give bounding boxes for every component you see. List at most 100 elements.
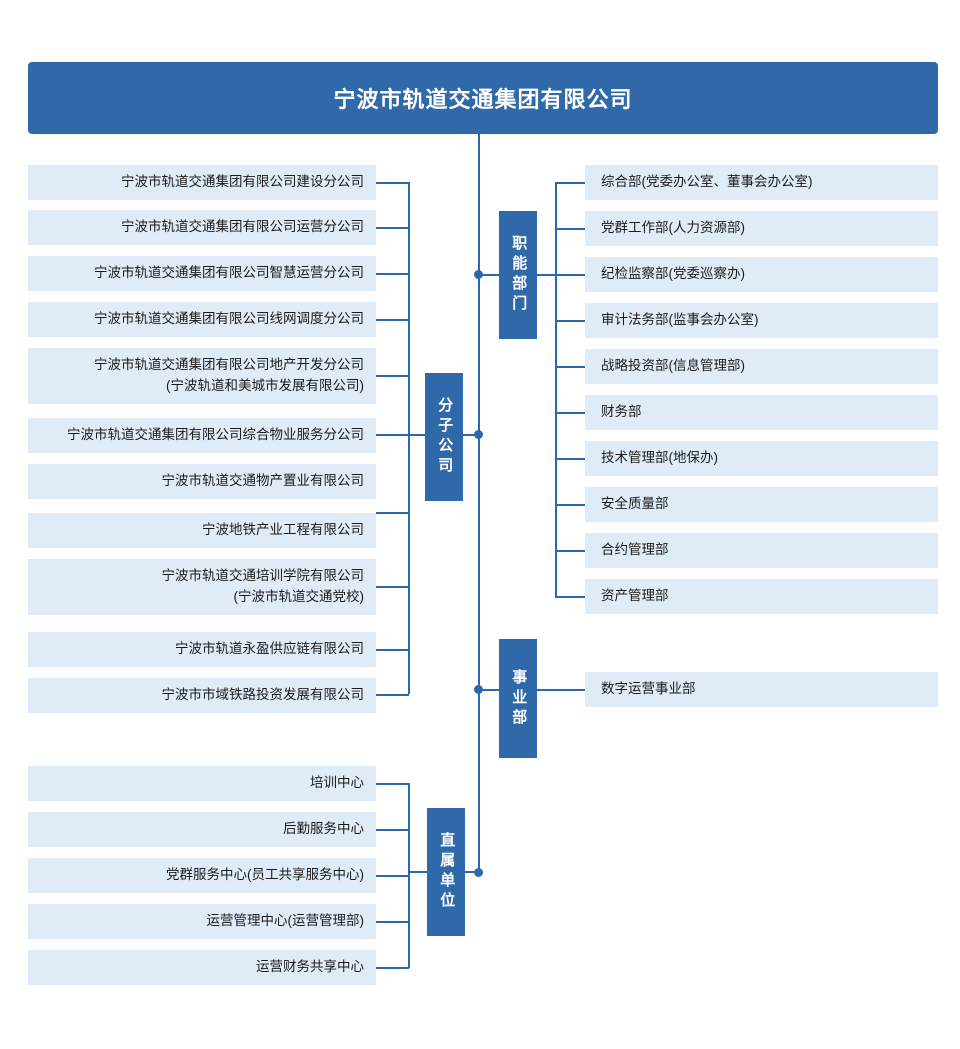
leaf-label: 资产管理部: [601, 588, 669, 604]
stub-subsidiary-3: [376, 273, 409, 275]
leaf-label: 宁波市轨道交通集团有限公司运营分公司: [121, 219, 364, 235]
leaf-label: 宁波市市域铁路投资发展有限公司: [161, 687, 365, 703]
stub-subsidiary-1: [376, 182, 409, 184]
category-direct-units[interactable]: 直属单位: [427, 808, 465, 936]
stub-direct-unit-3: [376, 875, 409, 877]
stub-subsidiary-4: [376, 319, 409, 321]
leaf-subsidiary-4[interactable]: 宁波市轨道交通集团有限公司线网调度分公司: [28, 302, 376, 337]
leaf-label: 宁波市轨道交通物产置业有限公司: [161, 473, 365, 489]
leaf-label: 宁波市轨道交通培训学院有限公司 (宁波市轨道交通党校): [161, 568, 365, 604]
stub-subsidiary-9: [376, 586, 409, 588]
connector-direct-units-hub: [465, 871, 479, 873]
leaf-subsidiary-10[interactable]: 宁波市轨道永盈供应链有限公司: [28, 632, 376, 667]
leaf-subsidiary-8[interactable]: 宁波地铁产业工程有限公司: [28, 513, 376, 548]
leaf-label: 宁波市轨道永盈供应链有限公司: [175, 641, 364, 657]
leaf-subsidiary-3[interactable]: 宁波市轨道交通集团有限公司智慧运营分公司: [28, 256, 376, 291]
leaf-label: 党群服务中心(员工共享服务中心): [166, 867, 364, 883]
leaf-label: 安全质量部: [601, 496, 669, 512]
connector-subsidiaries-bus-to-box: [408, 434, 427, 436]
leaf-direct-unit-1[interactable]: 培训中心: [28, 766, 376, 801]
leaf-label: 战略投资部(信息管理部): [601, 358, 745, 374]
stub-subsidiary-8: [376, 512, 409, 514]
category-functional-label: 职能部门: [510, 235, 528, 315]
stub-functional-5: [555, 366, 585, 368]
category-business-unit[interactable]: 事业部: [499, 639, 537, 758]
leaf-label: 后勤服务中心: [283, 821, 364, 837]
stub-functional-10: [555, 596, 585, 598]
leaf-direct-unit-4[interactable]: 运营管理中心(运营管理部): [28, 904, 376, 939]
connector-direct-units-bus-to-box: [408, 871, 427, 873]
leaf-functional-10[interactable]: 资产管理部: [585, 579, 938, 614]
stub-subsidiary-11: [376, 694, 409, 696]
leaf-subsidiary-2[interactable]: 宁波市轨道交通集团有限公司运营分公司: [28, 210, 376, 245]
stub-subsidiary-10: [376, 649, 409, 651]
stub-subsidiary-6: [376, 434, 409, 436]
stub-functional-1: [555, 182, 585, 184]
direct-units-bus-line: [408, 783, 410, 968]
leaf-subsidiary-6[interactable]: 宁波市轨道交通集团有限公司综合物业服务分公司: [28, 418, 376, 453]
category-direct-units-label: 直属单位: [438, 832, 456, 912]
leaf-label: 审计法务部(监事会办公室): [601, 312, 759, 328]
stub-direct-unit-2: [376, 829, 409, 831]
leaf-direct-unit-3[interactable]: 党群服务中心(员工共享服务中心): [28, 858, 376, 893]
leaf-label: 运营财务共享中心: [256, 959, 364, 975]
subsidiaries-bus-line: [408, 182, 410, 694]
stub-direct-unit-5: [376, 967, 409, 969]
leaf-label: 数字运营事业部: [601, 681, 696, 697]
stub-subsidiary-5: [376, 375, 409, 377]
leaf-label: 宁波地铁产业工程有限公司: [202, 522, 364, 538]
connector-functional-box-to-bus: [537, 274, 557, 276]
stub-subsidiary-2: [376, 227, 409, 229]
leaf-functional-7[interactable]: 技术管理部(地保办): [585, 441, 938, 476]
leaf-direct-unit-5[interactable]: 运营财务共享中心: [28, 950, 376, 985]
leaf-label: 宁波市轨道交通集团有限公司地产开发分公司 (宁波轨道和美城市发展有限公司): [94, 357, 364, 393]
leaf-functional-1[interactable]: 综合部(党委办公室、董事会办公室): [585, 165, 938, 200]
category-subsidiaries-label: 分子公司: [436, 397, 454, 477]
leaf-functional-9[interactable]: 合约管理部: [585, 533, 938, 568]
leaf-label: 技术管理部(地保办): [601, 450, 718, 466]
leaf-functional-8[interactable]: 安全质量部: [585, 487, 938, 522]
leaf-label: 纪检监察部(党委巡察办): [601, 266, 745, 282]
leaf-label: 党群工作部(人力资源部): [601, 220, 745, 236]
category-functional[interactable]: 职能部门: [499, 211, 537, 339]
stub-direct-unit-1: [376, 783, 409, 785]
leaf-label: 宁波市轨道交通集团有限公司建设分公司: [121, 174, 364, 190]
connector-subsidiaries-hub: [463, 434, 478, 436]
leaf-functional-5[interactable]: 战略投资部(信息管理部): [585, 349, 938, 384]
connector-business-unit-hub: [478, 689, 499, 691]
stub-functional-6: [555, 412, 585, 414]
category-business-unit-label: 事业部: [510, 668, 528, 729]
stub-direct-unit-4: [376, 921, 409, 923]
stub-functional-2: [555, 228, 585, 230]
leaf-subsidiary-11[interactable]: 宁波市市域铁路投资发展有限公司: [28, 678, 376, 713]
leaf-label: 宁波市轨道交通集团有限公司智慧运营分公司: [94, 265, 364, 281]
leaf-subsidiary-1[interactable]: 宁波市轨道交通集团有限公司建设分公司: [28, 165, 376, 200]
leaf-label: 运营管理中心(运营管理部): [206, 913, 365, 929]
leaf-direct-unit-2[interactable]: 后勤服务中心: [28, 812, 376, 847]
stub-functional-7: [555, 458, 585, 460]
root-title: 宁波市轨道交通集团有限公司: [333, 87, 633, 112]
functional-bus-line: [555, 182, 557, 596]
leaf-subsidiary-7[interactable]: 宁波市轨道交通物产置业有限公司: [28, 464, 376, 499]
hub-dot-subsidiaries: [474, 430, 483, 439]
leaf-business-unit-1[interactable]: 数字运营事业部: [585, 672, 938, 707]
leaf-functional-6[interactable]: 财务部: [585, 395, 938, 430]
stub-business-unit-1: [537, 689, 585, 691]
leaf-subsidiary-5[interactable]: 宁波市轨道交通集团有限公司地产开发分公司 (宁波轨道和美城市发展有限公司): [28, 348, 376, 404]
leaf-functional-3[interactable]: 纪检监察部(党委巡察办): [585, 257, 938, 292]
stub-functional-8: [555, 504, 585, 506]
leaf-label: 合约管理部: [601, 542, 669, 558]
leaf-functional-2[interactable]: 党群工作部(人力资源部): [585, 211, 938, 246]
leaf-label: 宁波市轨道交通集团有限公司综合物业服务分公司: [67, 427, 364, 443]
category-subsidiaries[interactable]: 分子公司: [425, 373, 463, 501]
root-node-company[interactable]: 宁波市轨道交通集团有限公司: [28, 62, 938, 134]
main-trunk-line: [478, 134, 480, 874]
leaf-functional-4[interactable]: 审计法务部(监事会办公室): [585, 303, 938, 338]
connector-functional-hub: [478, 274, 499, 276]
leaf-subsidiary-9[interactable]: 宁波市轨道交通培训学院有限公司 (宁波市轨道交通党校): [28, 559, 376, 615]
stub-functional-4: [555, 320, 585, 322]
leaf-label: 培训中心: [310, 775, 364, 791]
leaf-label: 宁波市轨道交通集团有限公司线网调度分公司: [94, 311, 364, 327]
leaf-label: 财务部: [601, 404, 642, 420]
